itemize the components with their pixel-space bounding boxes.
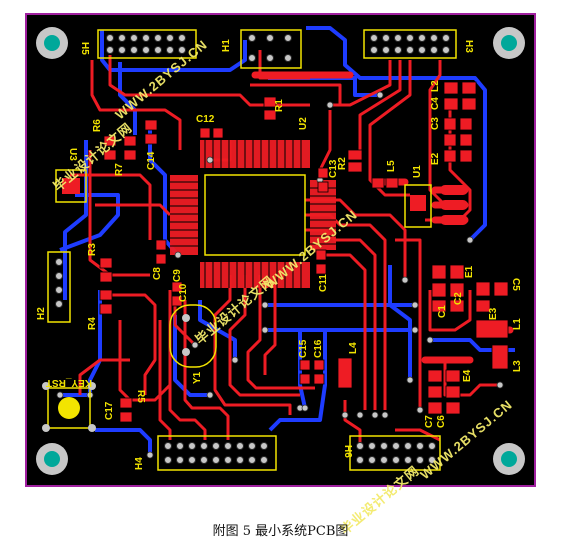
- regulator-u1: [404, 184, 468, 228]
- label-c16: C16: [313, 339, 324, 358]
- label-h3: H3: [463, 40, 474, 53]
- ic-u2: [170, 140, 336, 288]
- label-y1: Y1: [192, 371, 203, 384]
- label-c17: C17: [104, 401, 115, 420]
- label-l5: L5: [386, 160, 397, 172]
- label-r7: R7: [114, 163, 125, 176]
- label-c13: C13: [328, 159, 339, 178]
- label-c8: C8: [152, 267, 163, 280]
- label-r5: R5: [135, 390, 146, 403]
- label-c2: C2: [453, 292, 464, 305]
- ic-u3: [55, 169, 87, 203]
- label-key-rst: KEY_RST: [46, 377, 92, 388]
- label-c12: C12: [196, 114, 215, 125]
- label-l2: L2: [430, 80, 441, 92]
- label-r6: R6: [92, 119, 103, 132]
- mount-holes: [36, 27, 525, 475]
- label-h6: H6: [342, 445, 353, 458]
- label-c9: C9: [172, 269, 183, 282]
- label-u3: U3: [67, 148, 78, 161]
- label-c15: C15: [298, 339, 309, 358]
- label-c3: C3: [430, 117, 441, 130]
- label-r4: R4: [87, 317, 98, 330]
- label-c7: C7: [424, 415, 435, 428]
- silkscreen-labels: H5 H1 H3 H2 H4 H6 R1 R2 R3 R4 R5 R6 R7 C…: [36, 39, 523, 470]
- label-c10: C10: [178, 283, 189, 302]
- label-r2: R2: [337, 157, 348, 170]
- header-h3-body: [363, 29, 457, 59]
- label-h5: H5: [79, 42, 90, 55]
- label-e2: E2: [430, 152, 441, 165]
- reset-key: [42, 382, 96, 432]
- header-h6-body: [349, 435, 441, 471]
- label-c6: C6: [436, 415, 447, 428]
- label-h4: H4: [134, 457, 145, 470]
- header-h5-body: [97, 29, 197, 59]
- top-layer-traces: [70, 50, 500, 445]
- label-u2: U2: [298, 117, 309, 130]
- label-e4: E4: [462, 369, 473, 382]
- label-r3: R3: [87, 243, 98, 256]
- figure-caption: 附图 5 最小系统PCB图: [212, 524, 349, 539]
- label-l3: L3: [512, 360, 523, 372]
- smd-pads: [99, 81, 509, 423]
- label-r1: R1: [274, 99, 285, 112]
- label-h1: H1: [221, 39, 232, 52]
- header-h1-body: [240, 29, 302, 69]
- header-h2-body: [47, 251, 71, 323]
- label-c4: C4: [430, 97, 441, 110]
- label-e1: E1: [464, 265, 475, 278]
- header-pins: [55, 34, 450, 464]
- crystal-y1: [169, 304, 217, 368]
- header-h4-body: [157, 435, 277, 471]
- label-c14: C14: [146, 151, 157, 170]
- label-e3: E3: [488, 307, 499, 320]
- label-c5: C5: [510, 278, 521, 291]
- label-c11: C11: [318, 274, 329, 292]
- label-u1: U1: [412, 165, 423, 178]
- label-c1: C1: [437, 305, 448, 318]
- label-l1: L1: [512, 318, 523, 330]
- vias: [56, 91, 504, 459]
- label-l4: L4: [348, 342, 359, 354]
- label-h2: H2: [36, 307, 47, 320]
- header-blocks: [47, 29, 457, 471]
